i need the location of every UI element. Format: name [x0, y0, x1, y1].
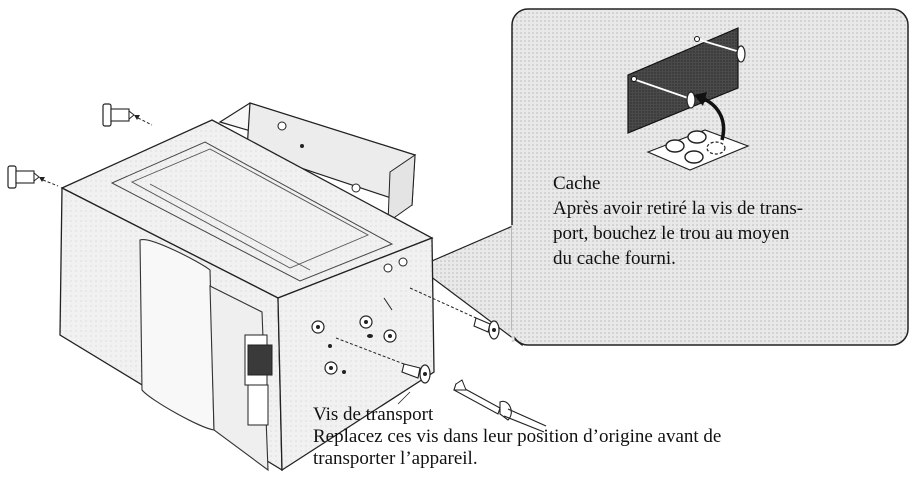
cap-sheet	[646, 92, 750, 171]
transport-screw-icon	[7, 165, 59, 189]
callout-caption: Cache Après avoir retiré la vis de trans…	[553, 171, 803, 271]
cap-instruction-line-1: Après avoir retiré la vis de trans-	[553, 198, 804, 219]
cap-label: Cache	[553, 173, 601, 194]
transport-screw-icon	[409, 287, 500, 340]
hole-cap-icon	[686, 91, 696, 109]
device-cd-changer	[59, 102, 435, 472]
transport-screw-label: Vis de transport	[313, 404, 434, 425]
transport-screw-icon	[102, 103, 153, 127]
transport-screw-icon	[335, 337, 431, 384]
screw-hole-icon	[694, 36, 700, 42]
screwdriver-icon	[453, 379, 547, 433]
transport-note-line-1: Replacez ces vis dans leur position d’or…	[313, 426, 722, 447]
curved-arrow-icon	[701, 96, 726, 141]
callout-frame	[511, 8, 909, 346]
cap-instruction-line-2: port, bouchez le trou au moyen	[553, 223, 790, 244]
hole-cap-icon	[736, 45, 746, 63]
transport-screw-caption: Vis de transport Replacez ces vis dans l…	[313, 404, 721, 470]
callout-box	[416, 8, 909, 347]
transport-note-line-2: transporter l’appareil.	[313, 448, 478, 469]
cap-instruction-line-3: du cache fourni.	[553, 248, 676, 269]
dark-panel	[627, 27, 739, 134]
device-side	[277, 237, 435, 472]
leader-line	[397, 391, 411, 405]
panel-with-holes	[627, 27, 746, 134]
